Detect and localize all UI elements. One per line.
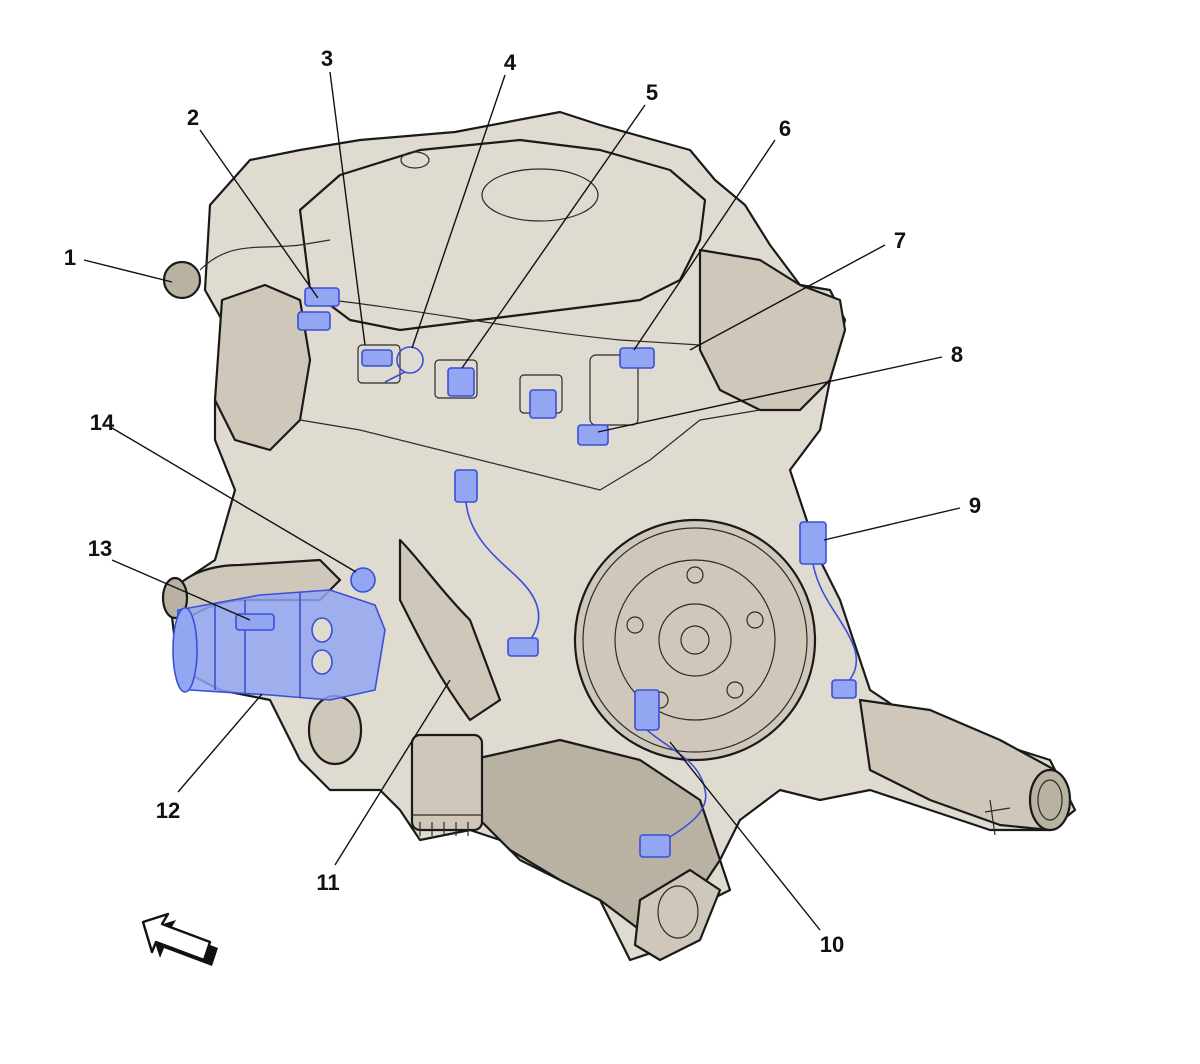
leader-9 [823, 507, 961, 541]
highlighted-components [172, 287, 858, 858]
callout-4: 4 [504, 50, 517, 75]
callout-12: 12 [156, 798, 180, 823]
exhaust-outlet-bore [1037, 779, 1063, 821]
callout-7: 7 [894, 228, 906, 253]
coolant-inlet-opening [161, 576, 189, 620]
callout-9: 9 [969, 493, 981, 518]
exhaust-flange-bore [657, 885, 699, 939]
leader-13 [111, 559, 251, 621]
connector-2a [304, 287, 340, 307]
oil-filter [410, 733, 484, 832]
coolant-pipe-center [398, 538, 502, 722]
cylinder-head-rail [299, 409, 761, 491]
leader-7 [689, 244, 886, 351]
leader-14 [111, 427, 357, 573]
starter-solenoid-terminal-1 [311, 617, 333, 643]
sensor-4-lead [384, 371, 406, 383]
connector-3 [361, 349, 393, 367]
exhaust-flange-bottom [633, 868, 722, 962]
starter-solenoid-terminal-2 [311, 649, 333, 675]
starter-motor-endcap [172, 607, 198, 693]
oxygen-sensor-lower [639, 834, 671, 858]
oxygen-sensor-connector-rear [799, 521, 827, 565]
leader-lines [83, 71, 961, 931]
connector-6 [619, 347, 655, 369]
flexplate [573, 518, 817, 762]
oxygen-sensor-connector-lower [634, 689, 660, 731]
callout-6: 6 [779, 116, 791, 141]
callout-10: 10 [820, 932, 844, 957]
leader-12 [177, 693, 263, 793]
leader-11 [334, 679, 451, 866]
knock-sensor [350, 567, 376, 593]
connector-5 [447, 367, 475, 397]
leader-8 [597, 356, 943, 433]
oxygen-sensor-connector-front [454, 469, 478, 503]
front-direction-arrow-icon [141, 912, 218, 966]
intake-plenum [298, 138, 707, 332]
water-pump-pulley [307, 694, 363, 766]
callout-5: 5 [646, 80, 658, 105]
starter-motor [174, 589, 386, 701]
callout-11: 11 [316, 870, 339, 895]
exhaust-clamp [984, 799, 1011, 836]
oxygen-sensor-harness-rear [812, 563, 858, 691]
leader-3 [329, 71, 366, 346]
throttle-body-housing [698, 248, 847, 412]
leader-6 [633, 139, 776, 351]
engine-assembly [161, 110, 1077, 962]
leader-4 [411, 74, 506, 349]
fuel-rail-pipe [329, 299, 701, 346]
leader-1 [83, 259, 173, 283]
leader-2 [199, 129, 319, 299]
plenum-bolt-boss [400, 151, 430, 169]
oxygen-sensor-rear [831, 679, 857, 699]
callout-labels: 1 2 3 4 5 6 7 8 9 10 11 12 13 14 [64, 46, 981, 957]
ignition-coil-4 [589, 354, 639, 426]
breather-hose [199, 239, 331, 271]
oxygen-sensor-harness-front [465, 501, 540, 641]
timing-cover-left [213, 283, 312, 452]
callout-3: 3 [321, 46, 333, 71]
connector-2b [297, 311, 331, 331]
callout-8: 8 [951, 342, 963, 367]
callout-13: 13 [88, 536, 112, 561]
exhaust-outlet-flange [1028, 768, 1072, 832]
oxygen-sensor-harness-lower [646, 729, 707, 841]
connector-coil-3 [529, 389, 557, 419]
callout-14: 14 [90, 410, 115, 435]
leader-10 [669, 741, 821, 931]
oil-filler-cap [162, 260, 202, 300]
sensor-4 [396, 346, 424, 374]
leader-5 [461, 104, 646, 369]
callout-1: 1 [64, 245, 76, 270]
oil-filter-ribs [412, 814, 482, 836]
ignition-coil-2 [434, 359, 478, 399]
plenum-recess [481, 168, 599, 222]
connector-8 [577, 424, 609, 446]
ignition-coil-1 [357, 344, 401, 384]
oxygen-sensor-front [507, 637, 539, 657]
callout-2: 2 [187, 105, 199, 130]
